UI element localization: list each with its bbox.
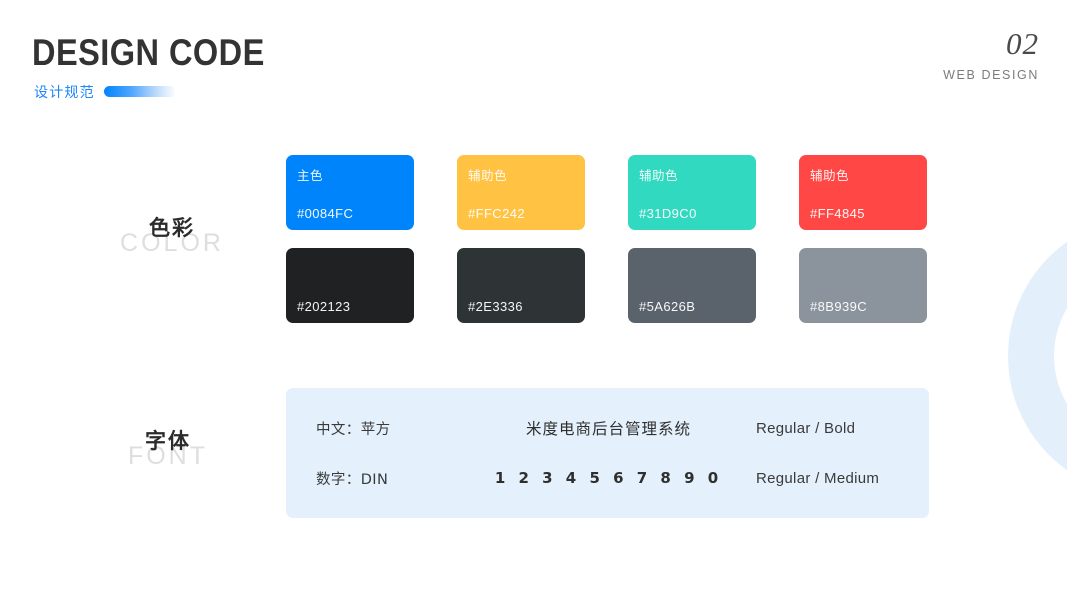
font-sample-text: 米度电商后台管理系统 — [525, 420, 691, 438]
color-swatch-hex: #0084FC — [297, 206, 354, 221]
subtitle-row: 设计规范 — [34, 82, 297, 102]
color-swatch[interactable]: 辅助色 #FFC242 — [457, 155, 585, 230]
color-swatch-label: 辅助色 — [468, 168, 508, 183]
section-label-color-en: COLOR — [120, 229, 224, 257]
header: DESIGN CODE 设计规范 — [32, 32, 297, 102]
font-family-name: 数字：DIN — [316, 471, 389, 488]
section-label-font-cn: 字体 — [145, 429, 191, 453]
color-swatch-hex: #202123 — [297, 299, 351, 314]
color-swatch[interactable]: #5A626B — [628, 248, 756, 323]
color-swatch-hex: #8B939C — [810, 299, 868, 314]
gradient-bar — [103, 86, 176, 98]
color-swatch[interactable]: 辅助色 #FF4845 — [799, 155, 927, 230]
color-swatch-hex: #31D9C0 — [639, 206, 697, 221]
page-number: 02 — [1006, 26, 1039, 61]
font-family-name: 中文：苹方 — [316, 421, 391, 438]
section-label-color: 色彩 COLOR — [72, 212, 272, 258]
color-swatch-hex: #2E3336 — [468, 299, 523, 314]
color-swatch[interactable]: 辅助色 #31D9C0 — [628, 155, 756, 230]
font-weights: Regular / Bold — [756, 419, 856, 437]
page-kicker: WEB DESIGN — [943, 68, 1039, 82]
color-swatch-hex: #5A626B — [639, 299, 696, 314]
page-title: DESIGN CODE — [32, 32, 265, 73]
color-swatch-grid: 主色 #0084FC 辅助色 #FFC242 辅助色 #31D9C0 辅助色 #… — [286, 155, 927, 323]
color-swatch[interactable]: #202123 — [286, 248, 414, 323]
color-swatch[interactable]: #2E3336 — [457, 248, 585, 323]
font-spec-panel: 中文：苹方 米度电商后台管理系统 Regular / Bold 数字：DIN 1… — [286, 388, 929, 518]
decorative-ring — [1008, 216, 1067, 496]
section-label-font-en: FONT — [127, 442, 209, 470]
color-swatch-label: 辅助色 — [810, 168, 850, 183]
font-sample-numerals: 1 2 3 4 5 6 7 8 9 0 — [494, 469, 723, 487]
color-swatch[interactable]: 主色 #0084FC — [286, 155, 414, 230]
color-swatch[interactable]: #8B939C — [799, 248, 927, 323]
font-spec-row: 中文：苹方 米度电商后台管理系统 Regular / Bold — [286, 403, 929, 453]
color-swatch-label: 辅助色 — [639, 168, 679, 183]
page-marker: 02 WEB DESIGN — [943, 28, 1039, 82]
section-label-font: 字体 FONT — [68, 425, 268, 471]
color-swatch-label: 主色 — [297, 168, 324, 183]
color-swatch-hex: #FF4845 — [810, 206, 865, 221]
color-swatch-hex: #FFC242 — [468, 206, 525, 221]
page-subtitle: 设计规范 — [34, 84, 95, 101]
font-weights: Regular / Medium — [756, 469, 880, 487]
font-spec-row: 数字：DIN 1 2 3 4 5 6 7 8 9 0 Regular / Med… — [286, 453, 929, 503]
section-label-color-cn: 色彩 — [149, 216, 195, 240]
